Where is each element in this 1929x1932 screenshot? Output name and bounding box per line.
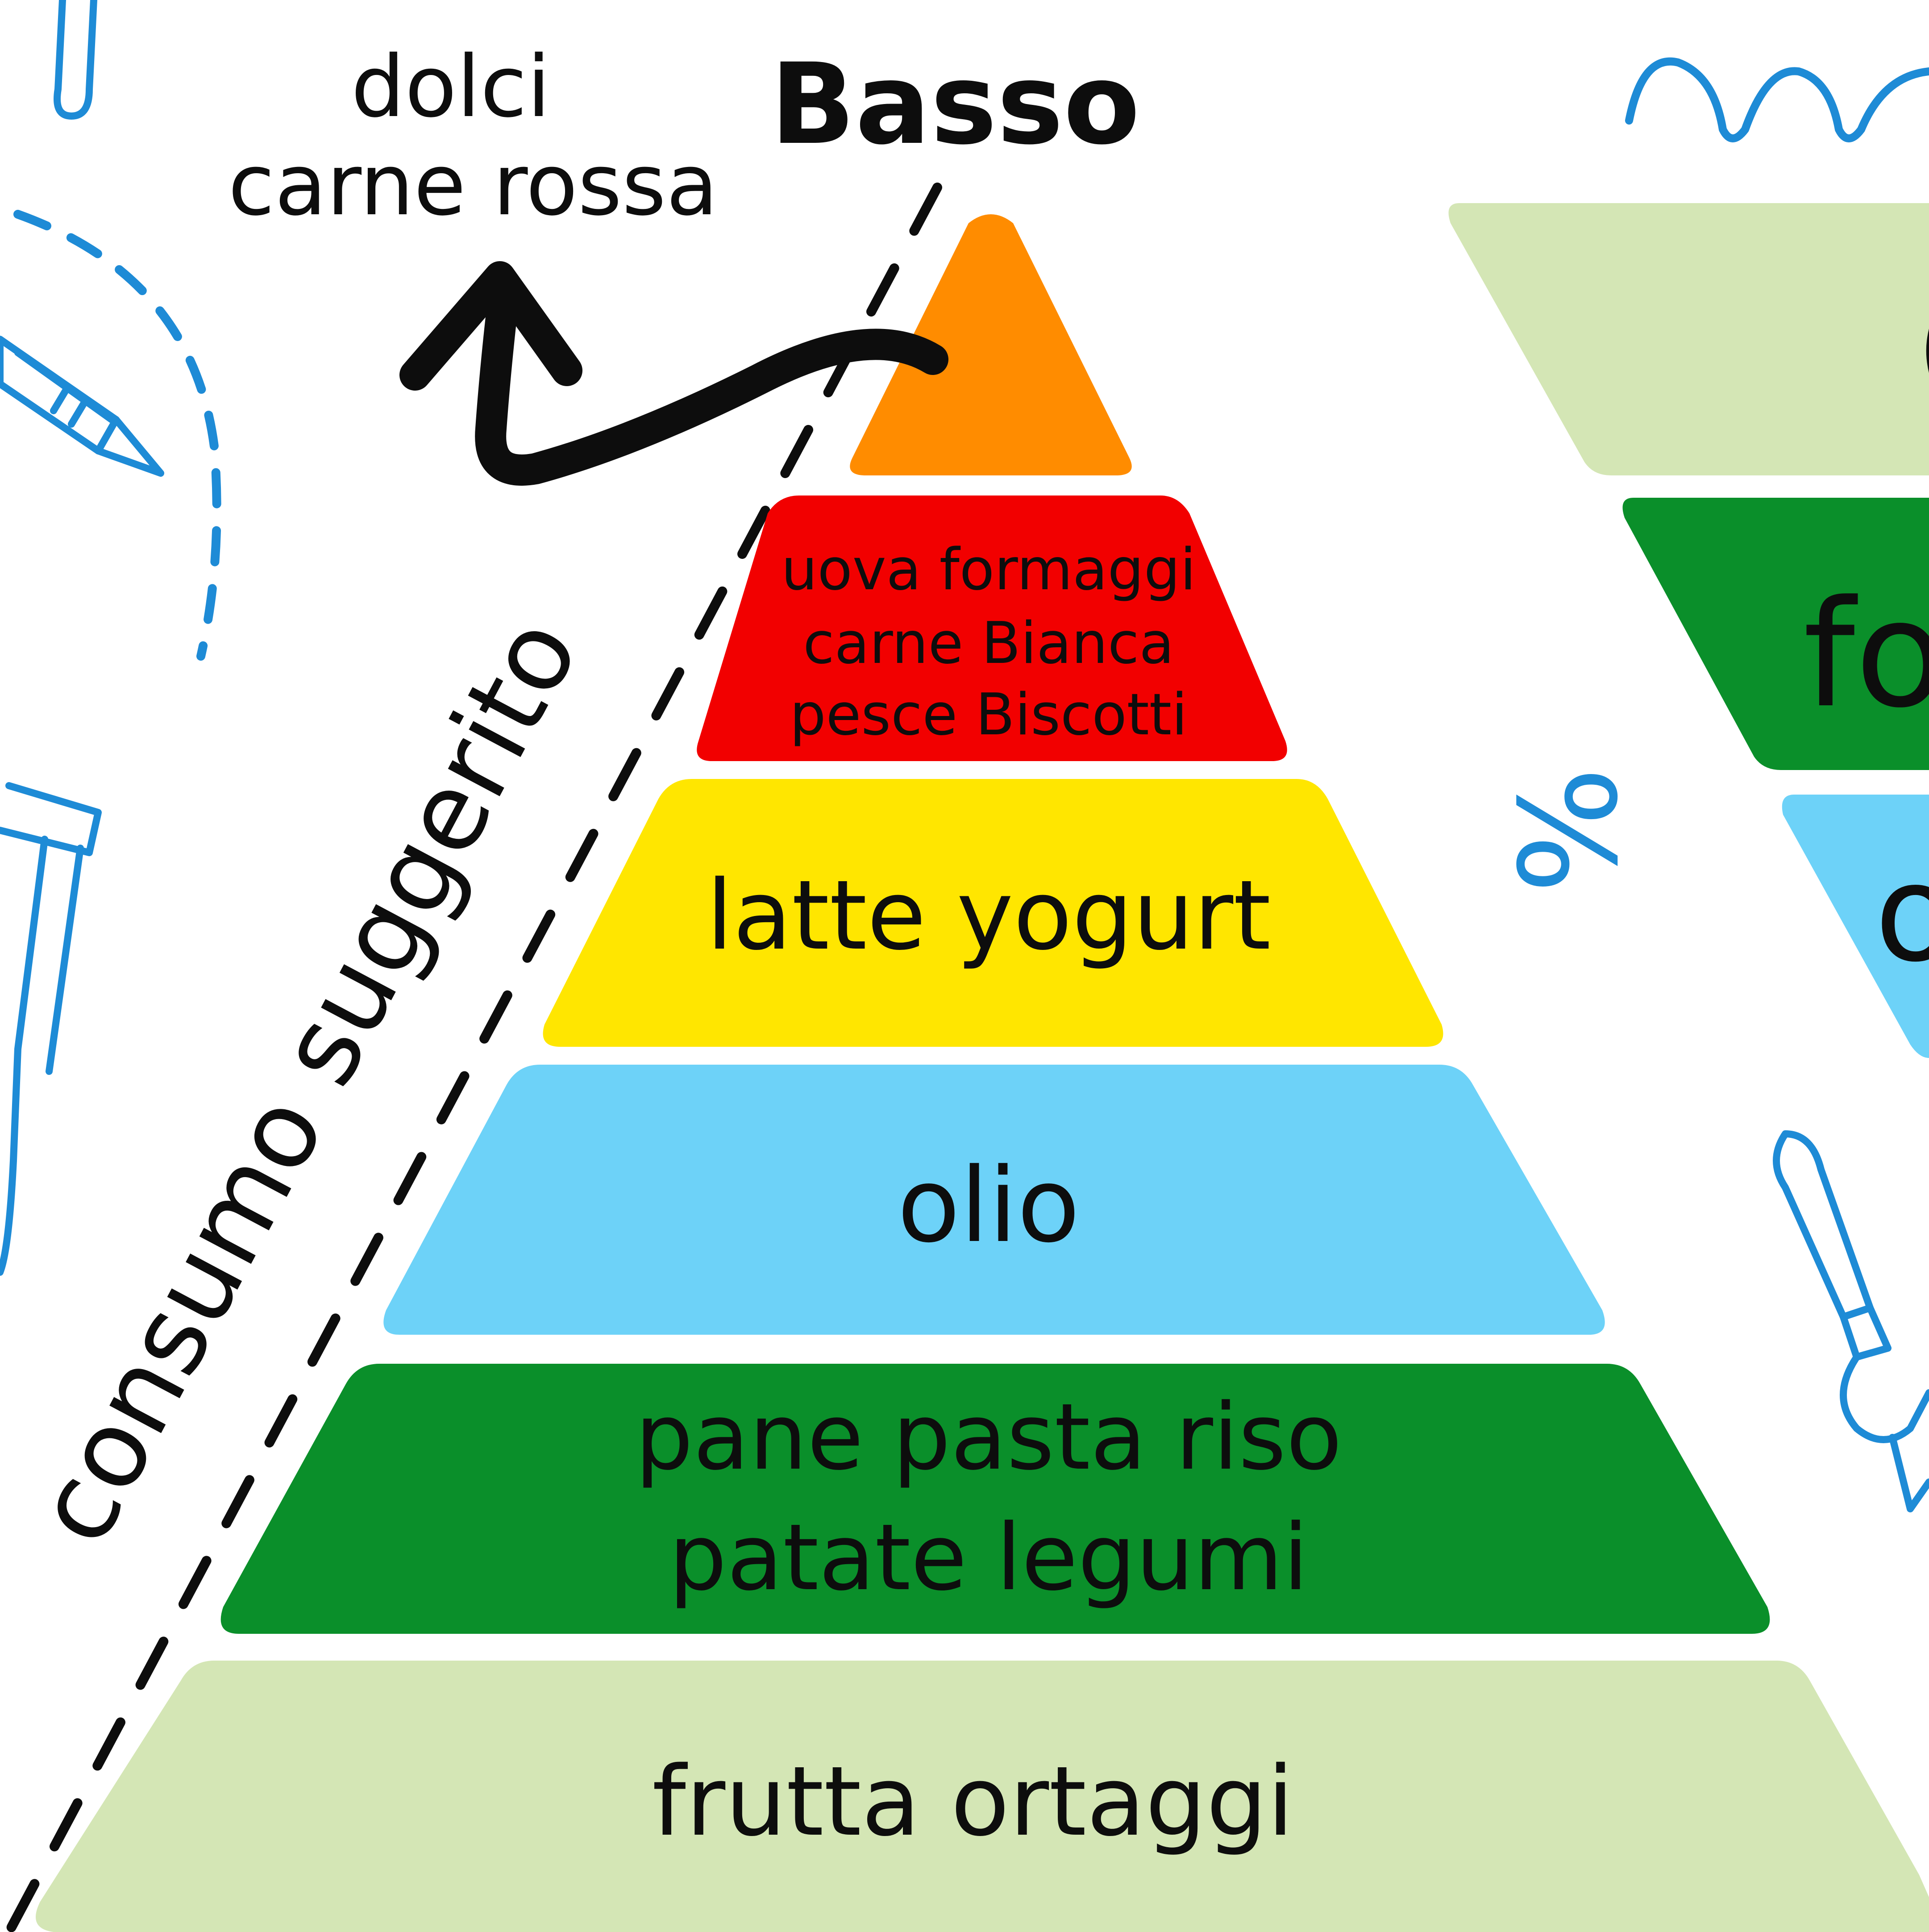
dashed-guide-line bbox=[4, 183, 942, 1932]
tier-yellow-label: latte yogurt bbox=[707, 859, 1271, 971]
pyramid-tier-green bbox=[220, 1364, 1770, 1634]
pyramid-tier-lightblue bbox=[383, 1065, 1605, 1335]
pyramid-tier-top bbox=[850, 214, 1132, 475]
tier-palegreen-label: frutta ortaggi bbox=[652, 1745, 1294, 1857]
pencil-icon bbox=[0, 336, 164, 477]
pyramid-tier-red bbox=[697, 495, 1287, 761]
right-band-palegreen bbox=[1448, 203, 1929, 475]
percent-label: % bbox=[1492, 766, 1647, 894]
brush-icon bbox=[0, 782, 102, 1276]
brush-icon bbox=[1773, 1130, 1929, 1512]
pyramid-tier-palegreen bbox=[36, 1661, 1929, 1932]
dashed-arc-icon bbox=[13, 210, 221, 661]
tier-red-label-1: uova formaggi bbox=[781, 537, 1196, 603]
top-callout-line2: carne rossa bbox=[228, 136, 718, 234]
tier-red-label-2: carne Bianca bbox=[803, 610, 1174, 677]
pyramid-tier-yellow bbox=[543, 779, 1443, 1047]
right-band-label-2: fo bbox=[1803, 569, 1929, 740]
tier-green-label-1: pane pasta riso bbox=[635, 1384, 1342, 1491]
top-callout-line1: dolci bbox=[351, 37, 551, 136]
low-consumption-label: Basso bbox=[770, 39, 1140, 169]
right-band-green bbox=[1622, 498, 1929, 770]
tier-red-label-3: pesce Biscotti bbox=[790, 682, 1187, 748]
right-panel: ( fo o bbox=[1448, 203, 1929, 1058]
pen-tip-icon bbox=[54, 0, 97, 120]
tier-lightblue-label: olio bbox=[897, 1146, 1080, 1266]
right-band-label-1: ( bbox=[1915, 269, 1929, 425]
pyramid-labels: uova formaggi carne Bianca pesce Biscott… bbox=[635, 537, 1342, 1857]
tier-green-label-2: patate legumi bbox=[669, 1505, 1308, 1611]
arrow-icon bbox=[399, 261, 948, 486]
pyramid bbox=[36, 214, 1929, 1932]
squiggle-icon bbox=[1625, 57, 1929, 142]
right-band-label-3: o bbox=[1875, 836, 1929, 991]
right-band-lightblue bbox=[1782, 795, 1929, 1058]
